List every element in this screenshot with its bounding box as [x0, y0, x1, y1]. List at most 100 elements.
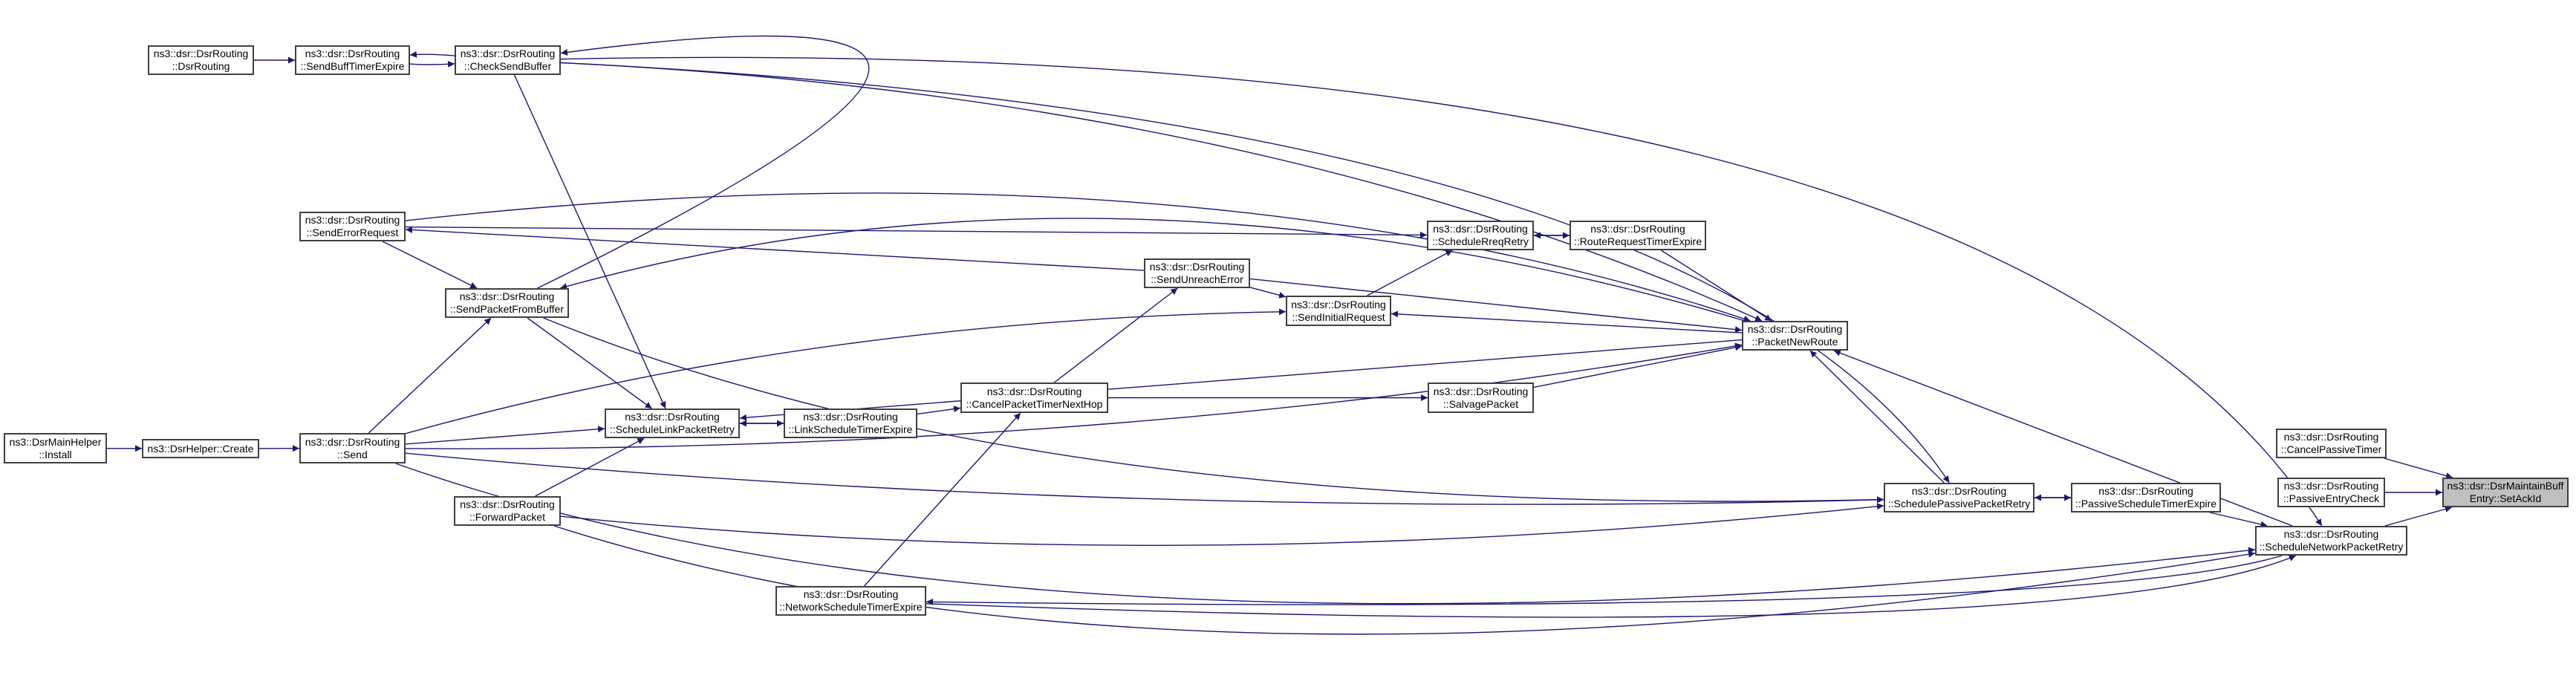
node-label-line2: ::CheckSendBuffer — [464, 60, 552, 72]
node-sppr[interactable]: ns3::dsr::DsrRouting::SchedulePassivePac… — [1884, 483, 2035, 512]
edge-send-to-snpr — [395, 463, 2256, 605]
node-sue[interactable]: ns3::dsr::DsrRouting::SendUnreachError — [1144, 258, 1250, 288]
node-label-line1: ns3::dsr::DsrRouting — [2283, 528, 2379, 540]
edge-fp-to-snpr — [553, 525, 2256, 635]
node-label-line2: ::RouteRequestTimerExpire — [1573, 235, 1702, 247]
node-pste[interactable]: ns3::dsr::DsrRouting::PassiveScheduleTim… — [2071, 483, 2221, 512]
node-cptnh[interactable]: ns3::dsr::DsrRouting::CancelPacketTimerN… — [960, 383, 1108, 413]
edge-send-to-pnr — [405, 342, 1743, 449]
node-label-line1: ns3::DsrHelper::Create — [147, 442, 254, 455]
edge-pste-to-snpr — [2209, 512, 2268, 528]
node-label-line2: Entry::SetAckId — [2469, 492, 2542, 504]
node-label-line1: ns3::dsr::DsrRouting — [1149, 261, 1245, 273]
edge-send-to-sir — [405, 308, 1287, 434]
node-label-line2: ::SendPacketFromBuffer — [449, 303, 565, 315]
node-label-line2: ::SalvagePacket — [1443, 397, 1519, 410]
node-cpt[interactable]: ns3::dsr::DsrRouting::CancelPassiveTimer — [2276, 429, 2387, 458]
node-label-line2: ::ScheduleRreqRetry — [1432, 235, 1529, 247]
node-label-line1: ns3::dsr::DsrRouting — [1291, 298, 1386, 310]
edge-send-to-spfb — [368, 317, 492, 434]
node-label-line1: ns3::dsr::DsrRouting — [2283, 431, 2379, 443]
node-label-line1: ns3::dsr::DsrRouting — [1433, 223, 1528, 235]
node-label-line2: ::DsrRouting — [172, 60, 230, 72]
node-label-line2: ::CancelPacketTimerNextHop — [966, 397, 1103, 410]
edge-nste-to-snpr — [926, 555, 2297, 618]
edge-snpr-to-nste — [926, 555, 2283, 605]
edge-lste-to-cptnh — [917, 406, 961, 415]
node-install[interactable]: ns3::DsrMainHelper::Install — [4, 433, 107, 463]
node-label-line1: ns3::dsr::DsrRouting — [305, 214, 400, 226]
node-sp[interactable]: ns3::dsr::DsrRouting::SalvagePacket — [1428, 383, 1534, 413]
node-label-line2: ::ScheduleLinkPacketRetry — [609, 423, 735, 435]
node-label-line1: ns3::DsrMainHelper — [9, 435, 102, 448]
node-label-line2: ::PassiveEntryCheck — [2283, 492, 2380, 504]
edge-sbte-to-csb — [409, 60, 455, 68]
edge-sir-to-srr — [1367, 250, 1453, 296]
edge-fp-to-slpr — [535, 437, 645, 497]
node-label-line1: ns3::dsr::DsrRouting — [986, 385, 1082, 397]
node-fp[interactable]: ns3::dsr::DsrRouting::ForwardPacket — [454, 496, 561, 526]
node-label-line1: ns3::dsr::DsrMaintainBuff — [2447, 480, 2564, 492]
edge-ser-to-pnr — [405, 192, 1751, 322]
node-label-line1: ns3::dsr::DsrRouting — [625, 411, 720, 423]
node-label-line1: ns3::dsr::DsrRouting — [2283, 480, 2379, 492]
node-pec[interactable]: ns3::dsr::DsrRouting::PassiveEntryCheck — [2277, 478, 2385, 507]
node-pnr[interactable]: ns3::dsr::DsrRouting::PacketNewRoute — [1742, 321, 1848, 351]
edge-ser-to-srr — [405, 226, 1428, 238]
edge-csb-to-sppr — [560, 62, 1950, 484]
node-label-line2: ::PassiveScheduleTimerExpire — [2075, 498, 2217, 510]
node-label-line2: ::LinkScheduleTimerExpire — [788, 423, 913, 435]
node-label-line2: ::ForwardPacket — [469, 511, 545, 523]
node-label-line1: ns3::dsr::DsrRouting — [2098, 485, 2193, 497]
node-label-line2: ::Send — [337, 448, 368, 460]
node-label-line1: ns3::dsr::DsrRouting — [305, 48, 400, 59]
node-snpr[interactable]: ns3::dsr::DsrRouting::ScheduleNetworkPac… — [2255, 526, 2407, 556]
node-csb[interactable]: ns3::dsr::DsrRouting::CheckSendBuffer — [455, 45, 561, 75]
node-send[interactable]: ns3::dsr::DsrRouting::Send — [299, 433, 406, 463]
node-sbte[interactable]: ns3::dsr::DsrRouting::SendBuffTimerExpir… — [295, 45, 410, 75]
edge-csb-to-pnr — [560, 62, 1763, 322]
node-label-line2: ::CancelPassiveTimer — [2280, 443, 2382, 455]
node-label-line2: ::NetworkScheduleTimerExpire — [779, 601, 923, 613]
node-label-line1: ns3::dsr::DsrRouting — [305, 435, 400, 448]
node-label-line1: ns3::dsr::DsrRouting — [1911, 485, 2007, 497]
edge-csb-to-slpr — [513, 74, 666, 409]
node-rrte[interactable]: ns3::dsr::DsrRouting::RouteRequestTimerE… — [1570, 221, 1706, 250]
node-label-line1: ns3::dsr::DsrRouting — [803, 588, 899, 600]
node-label-line2: ::ScheduleNetworkPacketRetry — [2259, 541, 2404, 553]
node-label-line2: ::SendInitialRequest — [1292, 310, 1385, 323]
edge-csb-to-snpr — [560, 56, 2323, 527]
node-slpr[interactable]: ns3::dsr::DsrRouting::ScheduleLinkPacket… — [605, 409, 740, 438]
edge-sppr-to-pnr — [1809, 350, 1945, 484]
node-label-line1: ns3::dsr::DsrRouting — [1590, 223, 1685, 235]
node-ser[interactable]: ns3::dsr::DsrRouting::SendErrorRequest — [299, 212, 406, 241]
node-sir[interactable]: ns3::dsr::DsrRouting::SendInitialRequest — [1286, 296, 1391, 326]
edge-sue-to-pnr — [1249, 278, 1743, 333]
edge-send-to-slpr — [405, 426, 605, 445]
node-srr[interactable]: ns3::dsr::DsrRouting::ScheduleRreqRetry — [1427, 221, 1534, 250]
edge-snpr-to-setack — [2384, 506, 2453, 527]
node-label-line2: ::Install — [39, 448, 72, 460]
node-label-line1: ns3::dsr::DsrRouting — [1433, 385, 1529, 397]
edge-pnr-to-sir — [1391, 310, 1743, 333]
node-label-line2: ::SchedulePassivePacketRetry — [1887, 498, 2031, 510]
node-dsrrouting[interactable]: ns3::dsr::DsrRouting::DsrRouting — [148, 45, 254, 75]
edge-sue-to-sir — [1249, 287, 1287, 299]
edge-spfb-to-slpr — [527, 317, 652, 409]
edge-sue-to-ser — [405, 226, 1145, 271]
node-label-line2: ::PacketNewRoute — [1752, 336, 1838, 348]
node-label-line1: ns3::dsr::DsrRouting — [460, 48, 556, 59]
edge-cpt-to-setack — [2384, 458, 2453, 479]
edge-cptnh-to-sue — [1053, 287, 1178, 383]
node-lste[interactable]: ns3::dsr::DsrRouting::LinkScheduleTimerE… — [784, 409, 917, 438]
edge-pnr-to-slpr — [739, 339, 1743, 421]
edge-rrte-to-pnr — [1660, 250, 1772, 322]
node-nste[interactable]: ns3::dsr::DsrRouting::NetworkScheduleTim… — [775, 586, 926, 616]
edge-csb-to-sbte — [409, 51, 455, 58]
edge-ser-to-spfb — [382, 241, 478, 289]
node-label-line2: ::SendErrorRequest — [306, 227, 399, 238]
node-spfb[interactable]: ns3::dsr::DsrRouting::SendPacketFromBuff… — [445, 288, 569, 318]
node-create[interactable]: ns3::DsrHelper::Create — [142, 439, 259, 458]
